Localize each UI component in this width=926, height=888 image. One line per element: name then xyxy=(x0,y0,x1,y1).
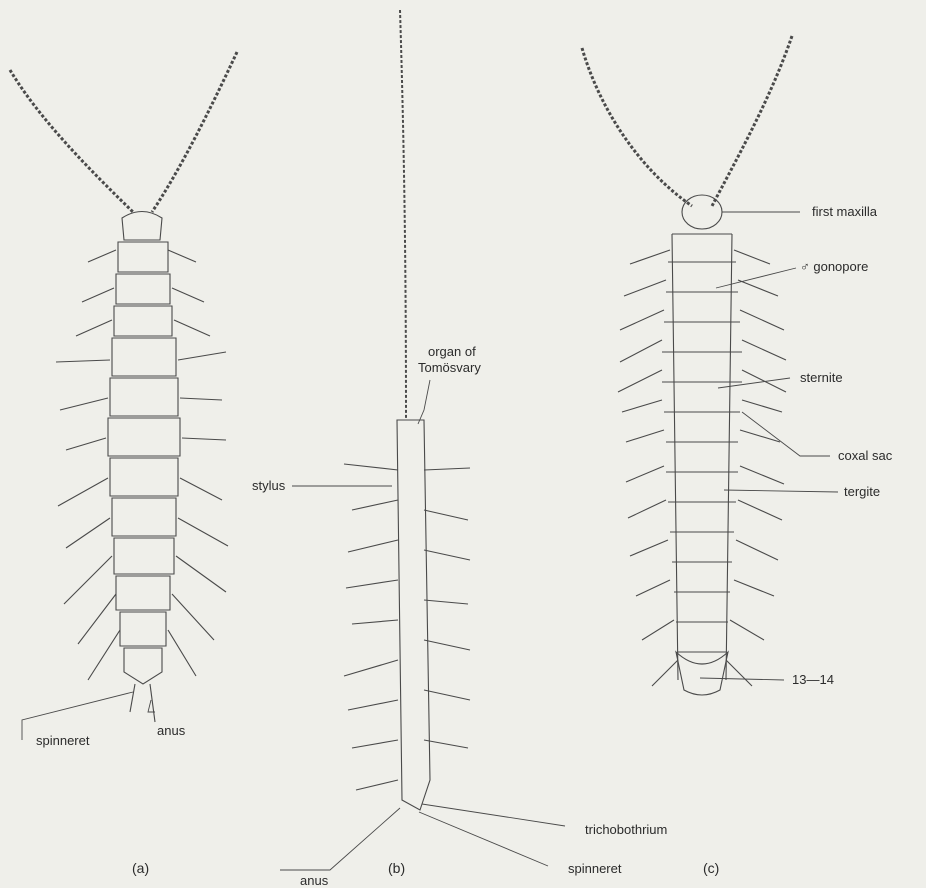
label-coxal-sac: coxal sac xyxy=(838,448,892,463)
label-segments: 13—14 xyxy=(792,672,834,687)
label-organ-line2: Tomösvary xyxy=(418,360,481,375)
label-first-maxilla: first maxilla xyxy=(812,204,877,219)
caption-b: (b) xyxy=(388,860,405,876)
label-trichobothrium: trichobothrium xyxy=(585,822,667,837)
label-anus-b: anus xyxy=(300,873,328,888)
label-spinneret-a: spinneret xyxy=(36,733,89,748)
label-spinneret-b: spinneret xyxy=(568,861,621,876)
label-gonopore: ♂ gonopore xyxy=(800,259,868,274)
label-anus-a: anus xyxy=(157,723,185,738)
specimen-c xyxy=(582,36,838,695)
label-organ-line1: organ of xyxy=(428,344,476,359)
label-sternite: sternite xyxy=(800,370,843,385)
caption-c: (c) xyxy=(703,860,719,876)
specimen-a xyxy=(10,52,237,740)
caption-a: (a) xyxy=(132,860,149,876)
specimen-b xyxy=(280,10,565,870)
label-tergite: tergite xyxy=(844,484,880,499)
label-stylus: stylus xyxy=(252,478,285,493)
